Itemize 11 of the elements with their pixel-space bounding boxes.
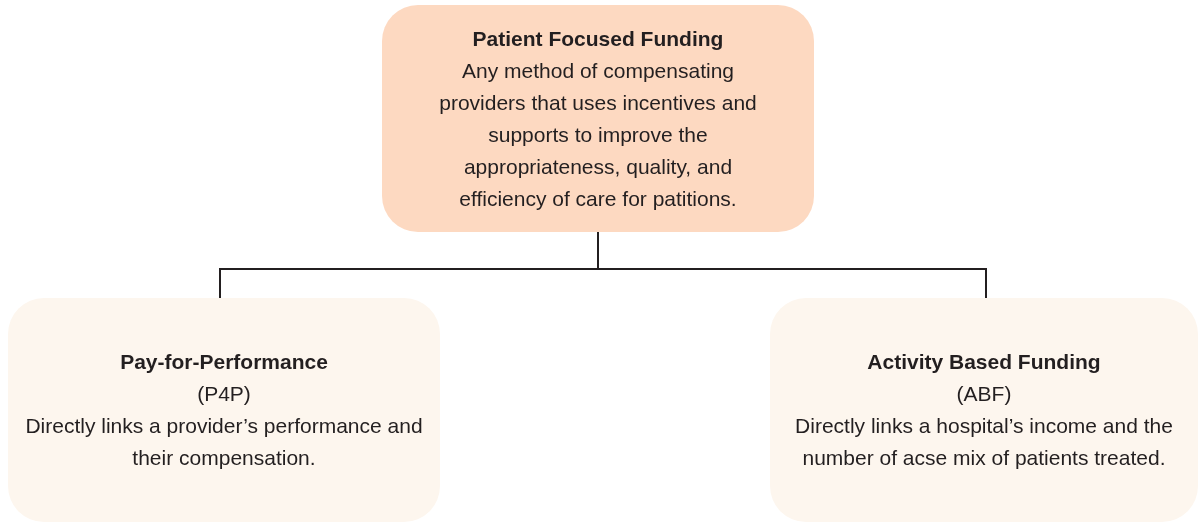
box-text: Directly links a hospital’s income and the number of acse mix of patients treated. bbox=[794, 413, 1174, 471]
box-heading: Patient Focused Funding bbox=[472, 25, 724, 52]
rounded-box bbox=[770, 298, 1198, 522]
box-heading: Pay-for-Performance bbox=[120, 349, 328, 375]
box-text: Directly links a provider’s performance and their compensation. bbox=[24, 413, 424, 471]
box-text: (P4P) bbox=[197, 381, 251, 407]
box-heading: Activity Based Funding bbox=[867, 349, 1101, 375]
box-text: (ABF) bbox=[956, 381, 1012, 407]
rounded-box bbox=[382, 5, 814, 232]
rounded-box bbox=[8, 298, 440, 522]
box-text: Any method of compensating providers that uses incentives and supports to improve the appropriateness, quality, and efficiency of care for patitions. bbox=[438, 57, 758, 212]
